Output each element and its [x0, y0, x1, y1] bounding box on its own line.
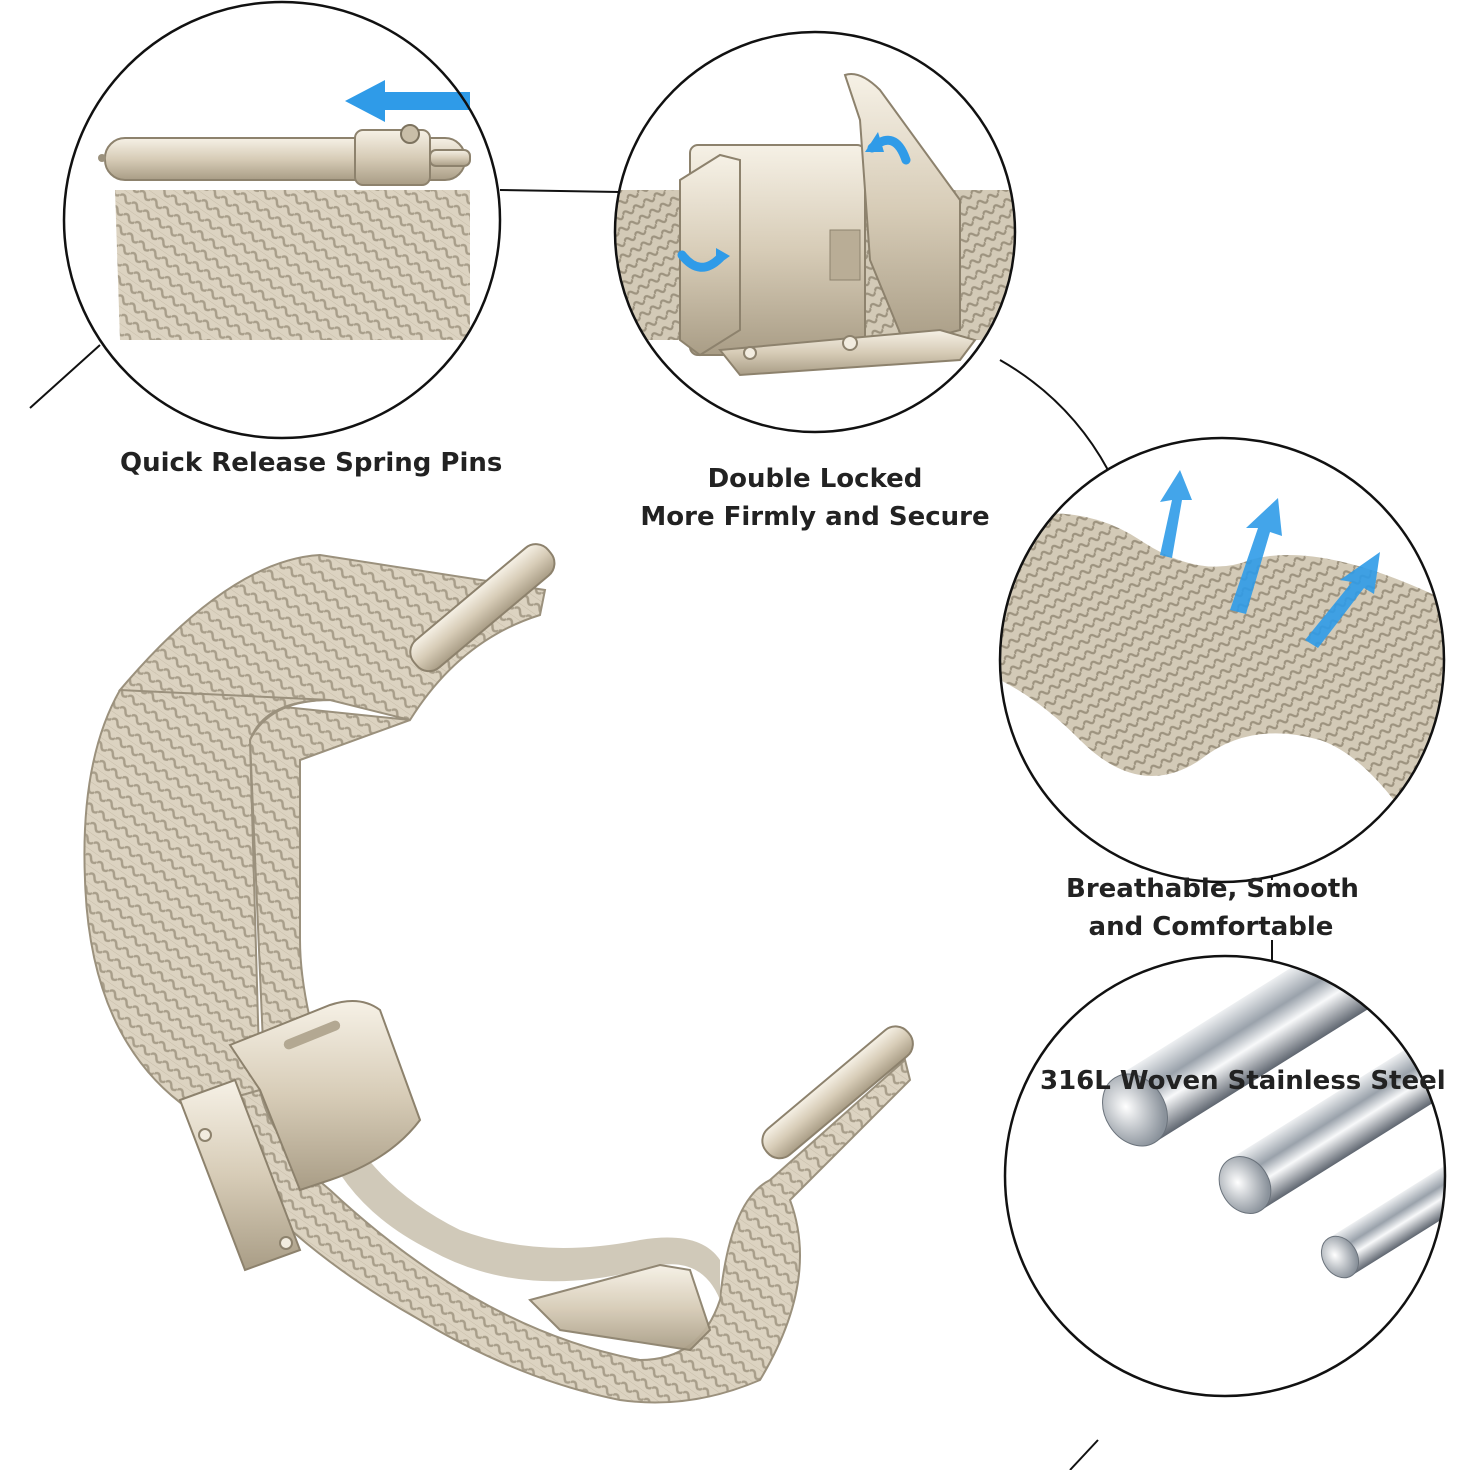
feature-label-double-locked: Double Locked More Firmly and Secure: [640, 460, 990, 536]
feature-label-line: and Comfortable: [1088, 912, 1334, 942]
feature-label-breathable: Breathable, Smooth and Comfortable: [1066, 870, 1359, 946]
feature-label-line: More Firmly and Secure: [640, 502, 990, 532]
feature-label-line: 316L Woven Stainless Steel: [1040, 1066, 1446, 1096]
arrow-left-icon: [345, 80, 470, 122]
breathable-detail: [1000, 438, 1444, 882]
feature-label-line: Double Locked: [707, 464, 923, 494]
feature-label-line: Breathable, Smooth: [1066, 874, 1359, 904]
feature-label-spring-pins: Quick Release Spring Pins: [120, 444, 503, 482]
feature-label-line: Quick Release Spring Pins: [120, 448, 503, 478]
feature-label-steel: 316L Woven Stainless Steel: [1040, 1062, 1446, 1100]
double-lock-detail: [615, 32, 1015, 432]
mesh-watch-band: [83, 543, 914, 1404]
arrow-up-icon: [1160, 470, 1380, 648]
spring-pins-detail: [64, 2, 500, 438]
